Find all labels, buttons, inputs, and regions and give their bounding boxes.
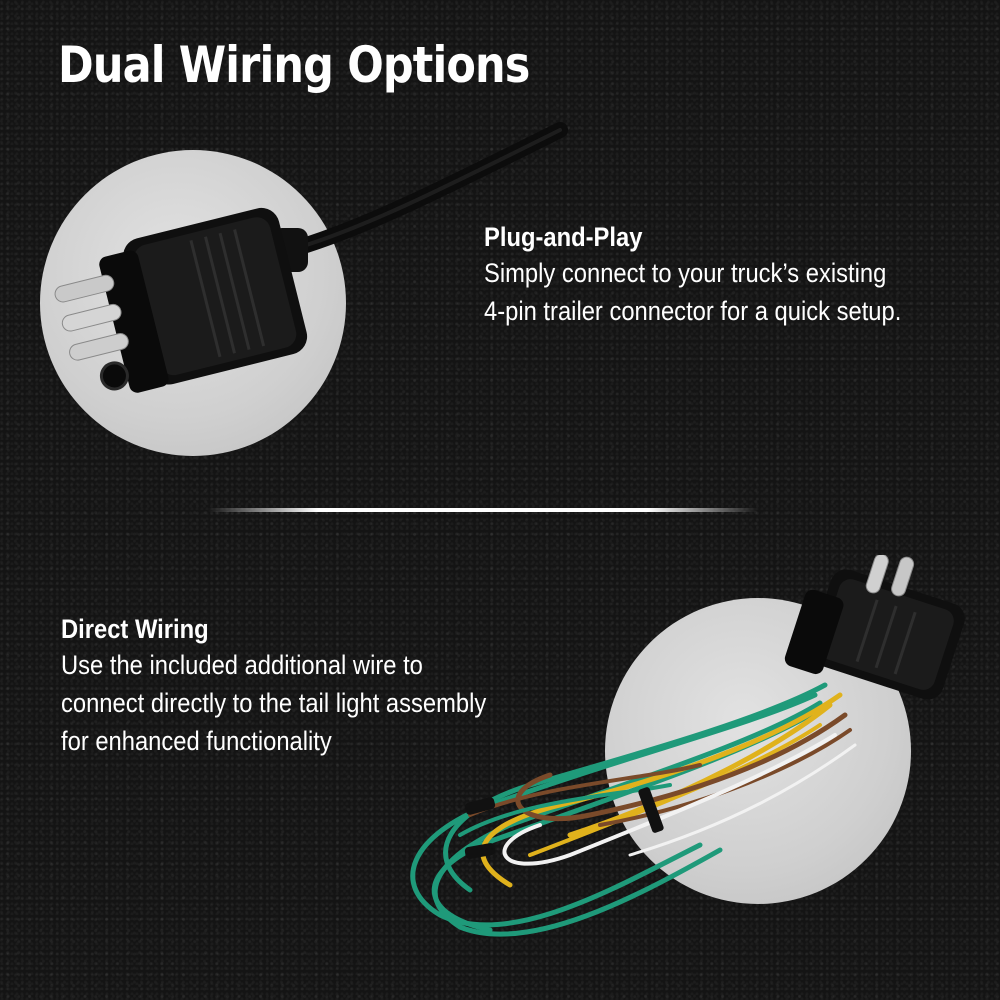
plug-and-play-line-1: Simply connect to your truck’s existing (484, 258, 887, 288)
page-title: Dual Wiring Options (58, 36, 530, 94)
plug-and-play-line-2: 4-pin trailer connector for a quick setu… (484, 296, 902, 326)
direct-wiring-line-3: for enhanced functionality (61, 726, 332, 756)
plug-and-play-heading: Plug-and-Play (484, 222, 643, 252)
wire-harness-icon (410, 555, 965, 937)
direct-wiring-line-1: Use the included additional wire to (61, 650, 423, 680)
direct-wiring-heading: Direct Wiring (61, 614, 209, 644)
four-pin-connector-icon (54, 122, 568, 393)
plug-and-play-section: Plug-and-Play Simply connect to your tru… (484, 220, 958, 330)
direct-wiring-line-2: connect directly to the tail light assem… (61, 688, 487, 718)
section-divider (208, 508, 758, 512)
direct-wiring-section: Direct Wiring Use the included additiona… (61, 612, 544, 760)
